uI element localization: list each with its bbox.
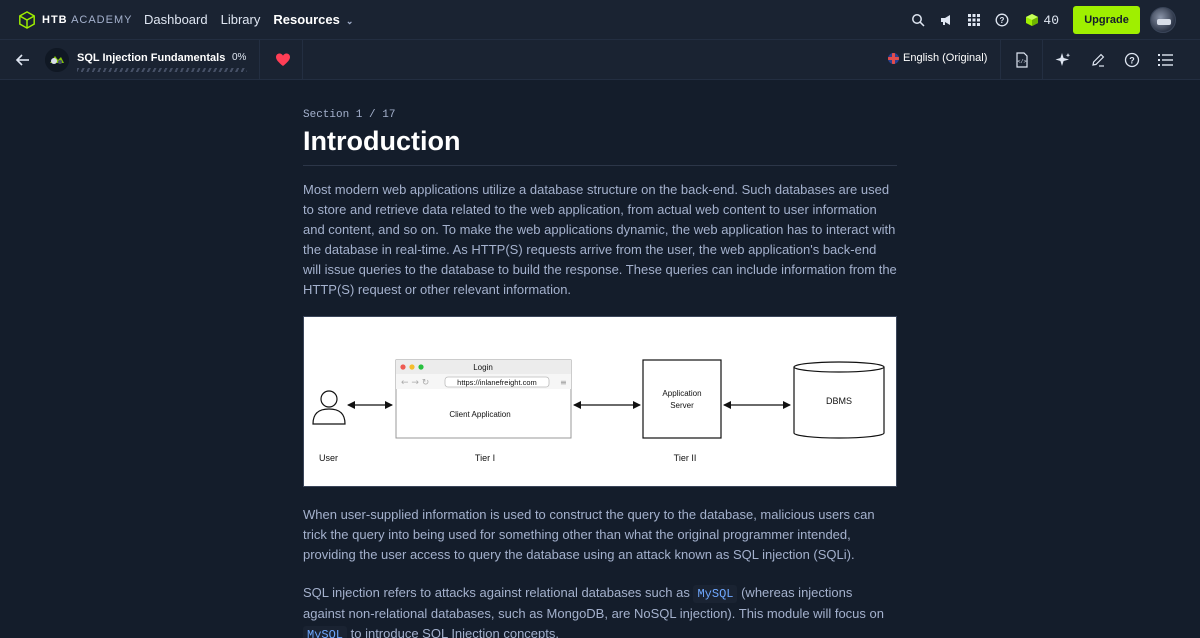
uk-flag-icon bbox=[888, 52, 899, 64]
sparkle-ai-icon[interactable] bbox=[1054, 51, 1072, 69]
brand-name-rest: ACADEMY bbox=[71, 13, 133, 26]
user-avatar[interactable] bbox=[1150, 7, 1176, 33]
sqli-paragraph: When user-supplied information is used t… bbox=[303, 507, 875, 562]
nav-link-library[interactable]: Library bbox=[220, 12, 261, 27]
cubes-count: 40 bbox=[1043, 12, 1059, 28]
client-application-label: Client Application bbox=[449, 410, 510, 419]
svg-text:← → ↻: ← → ↻ bbox=[401, 378, 429, 388]
client-browser-window: ← → ↻ ≡ bbox=[395, 359, 572, 439]
htb-academy-logo[interactable]: HTB ACADEMY bbox=[18, 10, 140, 29]
back-arrow-icon[interactable] bbox=[14, 51, 32, 69]
server-label-line1: Application bbox=[662, 389, 701, 398]
module-progress-bar bbox=[77, 68, 247, 72]
svg-text:</>: </> bbox=[1017, 59, 1026, 65]
upgrade-button[interactable]: Upgrade bbox=[1073, 6, 1140, 34]
user-figure-icon bbox=[312, 390, 346, 425]
application-server-box bbox=[642, 359, 722, 439]
module-progress-percent: 0% bbox=[232, 52, 247, 63]
section-counter: Section 1 / 17 bbox=[303, 109, 396, 121]
architecture-diagram: User ← → ↻ ≡ Login https://inlanefreight… bbox=[303, 316, 897, 487]
nav-link-dashboard[interactable]: Dashboard bbox=[144, 12, 208, 27]
tier2-label: Tier II bbox=[674, 453, 697, 463]
toolbar-divider bbox=[302, 40, 303, 80]
nav-link-resources-label: Resources bbox=[273, 12, 340, 27]
module-thumbnail bbox=[45, 48, 69, 72]
cube-icon bbox=[1026, 14, 1039, 26]
dbms-cylinder-icon bbox=[793, 361, 885, 439]
brand-name: HTB ACADEMY bbox=[42, 14, 132, 26]
module-title[interactable]: SQL Injection Fundamentals bbox=[77, 52, 226, 64]
source-file-icon[interactable]: </> bbox=[1013, 51, 1031, 69]
tier1-label: Tier I bbox=[475, 453, 495, 463]
search-icon[interactable] bbox=[909, 11, 927, 29]
svg-text:?: ? bbox=[1000, 16, 1005, 25]
favorite-heart-icon[interactable] bbox=[275, 52, 291, 68]
title-divider bbox=[303, 165, 897, 166]
language-label: English (Original) bbox=[903, 52, 988, 64]
toolbar-divider bbox=[1000, 40, 1001, 80]
apps-grid-icon[interactable] bbox=[965, 11, 983, 29]
inline-code-mysql: MySQL bbox=[693, 585, 738, 603]
section-list-icon[interactable] bbox=[1157, 51, 1175, 69]
module-toolbar: SQL Injection Fundamentals 0% English (O… bbox=[0, 40, 1200, 80]
top-navbar: HTB ACADEMY Dashboard Library Resources ⌄… bbox=[0, 0, 1200, 40]
edit-notes-icon[interactable] bbox=[1089, 51, 1107, 69]
p3-text-a: SQL injection refers to attacks against … bbox=[303, 585, 694, 600]
help-icon[interactable]: ? bbox=[993, 11, 1011, 29]
page-title: Introduction bbox=[303, 126, 461, 156]
user-label: User bbox=[319, 453, 338, 463]
toolbar-divider bbox=[259, 40, 260, 80]
toolbar-divider bbox=[1042, 40, 1043, 80]
login-window-title: Login bbox=[473, 363, 493, 372]
htb-cube-icon bbox=[19, 10, 35, 29]
intro-paragraph: Most modern web applications utilize a d… bbox=[303, 182, 897, 297]
cubes-balance[interactable]: 40 bbox=[1025, 13, 1059, 28]
p3-text-b: (whereas injections against non-relation… bbox=[303, 585, 884, 621]
help-circle-icon[interactable]: ? bbox=[1123, 51, 1141, 69]
dbms-label: DBMS bbox=[826, 396, 852, 406]
svg-text:?: ? bbox=[1129, 55, 1135, 65]
nav-link-resources[interactable]: Resources ⌄ bbox=[273, 12, 353, 27]
inline-code-mysql: MySQL bbox=[303, 626, 348, 638]
server-label-line2: Server bbox=[670, 401, 694, 410]
p3-text-c: to introduce SQL Injection concepts. bbox=[347, 626, 559, 638]
megaphone-icon[interactable] bbox=[937, 11, 955, 29]
svg-text:≡: ≡ bbox=[560, 378, 567, 387]
language-selector[interactable]: English (Original) bbox=[888, 52, 987, 64]
url-text: https://inlanefreight.com bbox=[457, 378, 537, 387]
brand-name-bold: HTB bbox=[42, 13, 68, 26]
relational-db-paragraph: SQL injection refers to attacks against … bbox=[303, 583, 897, 638]
chevron-down-icon: ⌄ bbox=[345, 16, 354, 26]
